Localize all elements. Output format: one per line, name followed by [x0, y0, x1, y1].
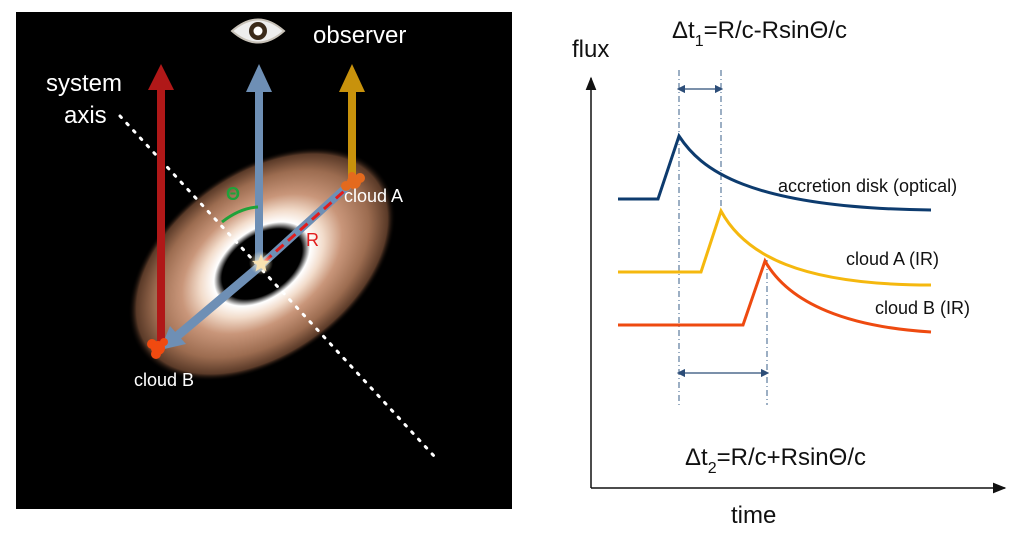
delta-t1-prefix: Δt [672, 17, 695, 44]
cloud-b-label: cloud B [134, 370, 194, 390]
radius-line [263, 184, 351, 264]
observer-label: observer [313, 22, 406, 49]
gold-arrow [339, 64, 365, 182]
delta-t2-subscript: 2 [708, 460, 717, 477]
system-axis-label-line2: axis [64, 102, 107, 129]
cloud-b-curve [618, 257, 932, 334]
system-axis-line [118, 114, 436, 458]
cloud-b-blob-icon [147, 338, 168, 359]
cloud-a-blob-icon [341, 172, 365, 191]
left-panel: system axis observer Θ R cloud A cloud B [16, 12, 512, 509]
red-arrow [148, 64, 174, 344]
theta-arc [221, 205, 259, 224]
eye-icon [230, 18, 286, 44]
system-axis-label-line1: system [46, 70, 122, 97]
cloud-b-ir-label: cloud B (IR) [875, 298, 970, 318]
cloud-a-curve [618, 207, 932, 287]
y-axis-label: flux [572, 36, 609, 63]
delta-t2-equation: Δt2=R/c+RsinΘ/c [685, 444, 866, 477]
theta-label: Θ [226, 184, 240, 204]
x-axis-label: time [731, 502, 776, 529]
accretion-disk-curve [618, 132, 932, 212]
accretion-disk-label: accretion disk (optical) [778, 176, 957, 196]
delta-t1-equation: Δt1=R/c-RsinΘ/c [672, 17, 847, 50]
star-icon [249, 251, 273, 275]
delta-t2-expression: =R/c+RsinΘ/c [717, 444, 866, 471]
delta-t2-prefix: Δt [685, 444, 708, 471]
delta-t1-expression: =R/c-RsinΘ/c [704, 17, 847, 44]
delta-t1-subscript: 1 [695, 33, 704, 50]
right-panel: flux time accretion disk (optical) cloud… [572, 17, 1007, 529]
blue-observer-arrow [246, 64, 272, 266]
cloud-a-ir-label: cloud A (IR) [846, 249, 939, 269]
radius-label: R [306, 230, 319, 250]
cloud-a-label: cloud A [344, 186, 403, 206]
